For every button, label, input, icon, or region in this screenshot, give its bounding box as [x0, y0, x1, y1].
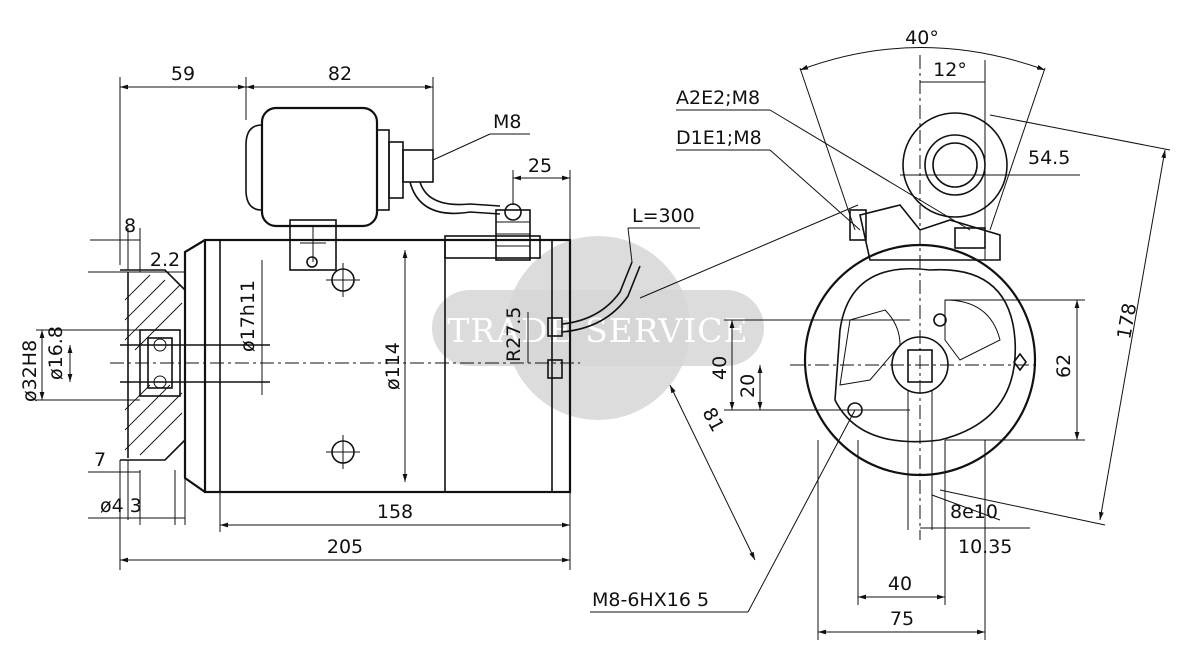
dim-54-5: 54.5: [1028, 147, 1070, 169]
label-l300: L=300: [632, 205, 695, 227]
dim-20: 20: [737, 374, 759, 398]
label-m8-6hx: M8-6HX16 5: [592, 589, 709, 611]
dim-81: 81: [698, 404, 729, 436]
terminal-post: [444, 203, 563, 379]
dim-d114: ø114: [382, 342, 404, 390]
dim-82: 82: [328, 63, 352, 85]
side-view: 59 82 M8 25 8 2.2 ø17h11 ø32H8 ø16.8: [19, 63, 700, 570]
end-view: 40° 12° A2E2;M8 D1E1;M8 54.5 178 62 40 2…: [590, 27, 1171, 640]
dim-7: 7: [94, 449, 106, 471]
bolt-bottom: [326, 435, 360, 469]
dim-40-horizontal: 40: [888, 573, 912, 595]
cable: [561, 227, 700, 333]
top-terminal: [849, 112, 1008, 261]
dim-d17h11: ø17h11: [237, 280, 259, 352]
dim-2-2: 2.2: [150, 249, 180, 271]
front-flange: [183, 239, 206, 493]
dim-158: 158: [377, 501, 413, 523]
dim-59: 59: [171, 63, 195, 85]
watermark: TRADE SERVICE: [432, 236, 764, 420]
bolt-top: [326, 263, 360, 297]
solenoid: [245, 106, 501, 271]
dim-178: 178: [1113, 301, 1141, 341]
angle-12: 12°: [933, 59, 967, 81]
dim-25: 25: [528, 155, 552, 177]
watermark-text: TRADE SERVICE: [447, 311, 748, 350]
motor-body: [203, 238, 572, 494]
label-m8: M8: [493, 111, 521, 133]
dim-8: 8: [124, 215, 136, 237]
dim-d4-3: ø4 3: [100, 495, 142, 517]
flange-hatching: [124, 272, 183, 458]
dim-40-vertical: 40: [709, 356, 731, 380]
dim-d32h8: ø32H8: [19, 340, 41, 402]
label-d1e1: D1E1;M8: [676, 127, 762, 149]
dim-d16-8: ø16.8: [45, 326, 67, 380]
label-a2e2: A2E2;M8: [676, 87, 760, 109]
dim-205: 205: [327, 536, 363, 558]
dim-75: 75: [890, 608, 914, 630]
dim-8e10: 8e10: [950, 501, 998, 523]
dim-62: 62: [1053, 354, 1075, 378]
angle-40: 40°: [905, 27, 939, 49]
dim-r27-5: R27.5: [503, 306, 525, 362]
